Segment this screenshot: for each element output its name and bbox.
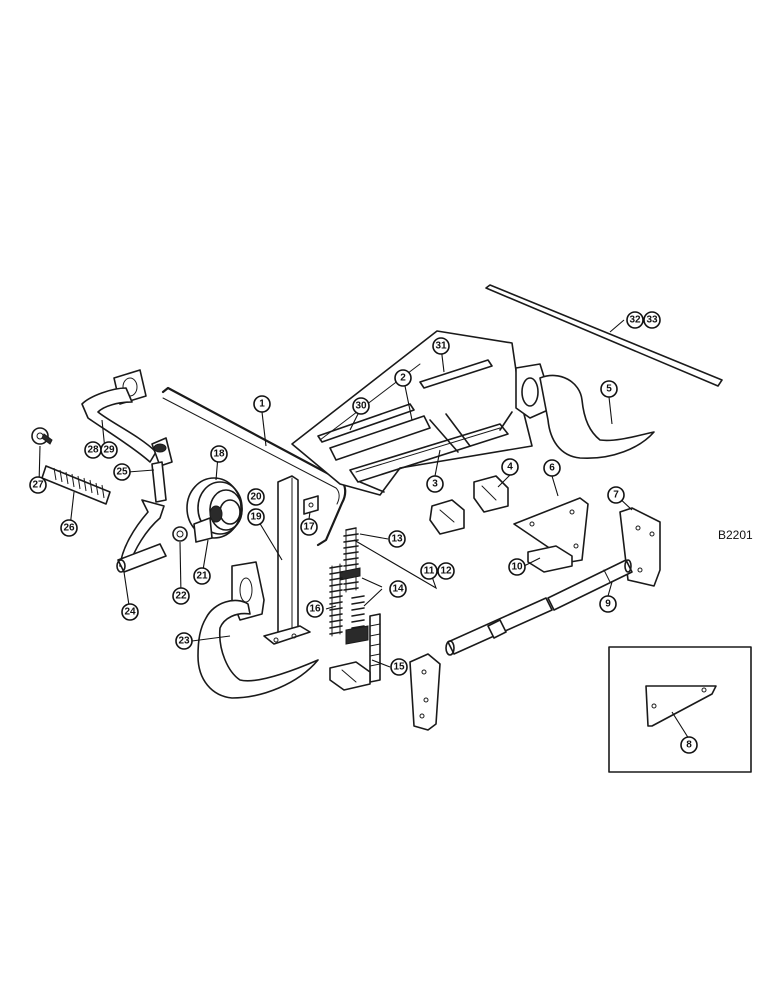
svg-text:15: 15: [393, 662, 405, 673]
callout-3: 3: [426, 475, 444, 493]
svg-text:11: 11: [424, 566, 435, 577]
callout-11: 11: [420, 562, 438, 580]
svg-text:21: 21: [196, 571, 208, 582]
callout-6: 6: [543, 459, 561, 477]
mount-plate-lower: [409, 653, 441, 731]
callout-12: 12: [437, 562, 455, 580]
callout-32: 32: [626, 311, 644, 329]
slide-block: [527, 545, 573, 573]
sweep-right: [515, 363, 655, 459]
svg-text:5: 5: [606, 384, 612, 395]
sweep-left: [197, 561, 319, 699]
callout-31: 31: [432, 337, 450, 355]
callout-22: 22: [172, 587, 190, 605]
callout-20: 20: [247, 488, 265, 506]
svg-text:1: 1: [259, 399, 265, 410]
svg-text:8: 8: [686, 740, 692, 751]
callout-26: 26: [60, 519, 78, 537]
callout-18: 18: [210, 445, 228, 463]
callout-13: 13: [388, 530, 406, 548]
svg-text:32: 32: [629, 315, 641, 326]
svg-text:6: 6: [549, 463, 555, 474]
callout-24: 24: [121, 603, 139, 621]
svg-text:20: 20: [250, 492, 262, 503]
callout-5: 5: [600, 380, 618, 398]
callout-16: 16: [306, 600, 324, 618]
svg-text:26: 26: [63, 523, 75, 534]
svg-text:16: 16: [309, 604, 321, 615]
callout-15: 15: [390, 658, 408, 676]
tube-assembly: [445, 559, 633, 656]
callout-33: 33: [643, 311, 661, 329]
hopper-plate: [291, 330, 533, 496]
small-clip: [303, 495, 319, 515]
drawing-code: B2201: [718, 528, 753, 542]
svg-text:29: 29: [103, 445, 115, 456]
callout-27: 27: [29, 476, 47, 494]
svg-text:19: 19: [250, 512, 262, 523]
pulley: [172, 477, 243, 543]
rear-bar: [485, 284, 723, 387]
callout-28: 28: [84, 441, 102, 459]
svg-text:9: 9: [605, 599, 611, 610]
callout-7: 7: [607, 486, 625, 504]
svg-text:28: 28: [87, 445, 99, 456]
svg-text:24: 24: [124, 607, 136, 618]
svg-text:18: 18: [213, 449, 225, 460]
svg-text:22: 22: [175, 591, 187, 602]
springs: [329, 527, 381, 683]
svg-text:23: 23: [178, 636, 190, 647]
svg-text:10: 10: [511, 562, 523, 573]
callout-14: 14: [389, 580, 407, 598]
callout-19: 19: [247, 508, 265, 526]
vertical-standard: [263, 475, 311, 645]
callout-25: 25: [113, 463, 131, 481]
svg-text:14: 14: [392, 584, 404, 595]
threaded-rod: [41, 465, 111, 505]
svg-text:3: 3: [432, 479, 438, 490]
svg-text:33: 33: [646, 315, 658, 326]
callout-1: 1: [253, 395, 271, 413]
svg-text:7: 7: [613, 490, 619, 501]
inset-box: [608, 646, 752, 773]
callout-29: 29: [100, 441, 118, 459]
svg-text:31: 31: [435, 341, 447, 352]
svg-text:13: 13: [391, 534, 403, 545]
svg-text:17: 17: [303, 522, 315, 533]
crank-arm-upper: [81, 369, 173, 467]
crank-arm-lower: [116, 499, 167, 573]
callout-30: 30: [352, 397, 370, 415]
svg-text:4: 4: [507, 462, 513, 473]
callout-9: 9: [599, 595, 617, 613]
vertical-shaft: [151, 461, 167, 503]
svg-text:2: 2: [400, 373, 406, 384]
svg-text:30: 30: [355, 401, 367, 412]
callout-17: 17: [300, 518, 318, 536]
callout-4: 4: [501, 458, 519, 476]
svg-text:27: 27: [32, 480, 44, 491]
callout-23: 23: [175, 632, 193, 650]
angle-bracket: [329, 661, 371, 691]
callout-2: 2: [394, 369, 412, 387]
svg-text:12: 12: [440, 566, 452, 577]
callout-21: 21: [193, 567, 211, 585]
small-cap: [31, 427, 53, 445]
callouts: 1 2 3 4 5 6 7 9 10 11 12 13 14 15 16 17 …: [29, 311, 698, 754]
svg-text:25: 25: [116, 467, 128, 478]
callout-10: 10: [508, 558, 526, 576]
callout-8-inset: 8: [680, 736, 698, 754]
